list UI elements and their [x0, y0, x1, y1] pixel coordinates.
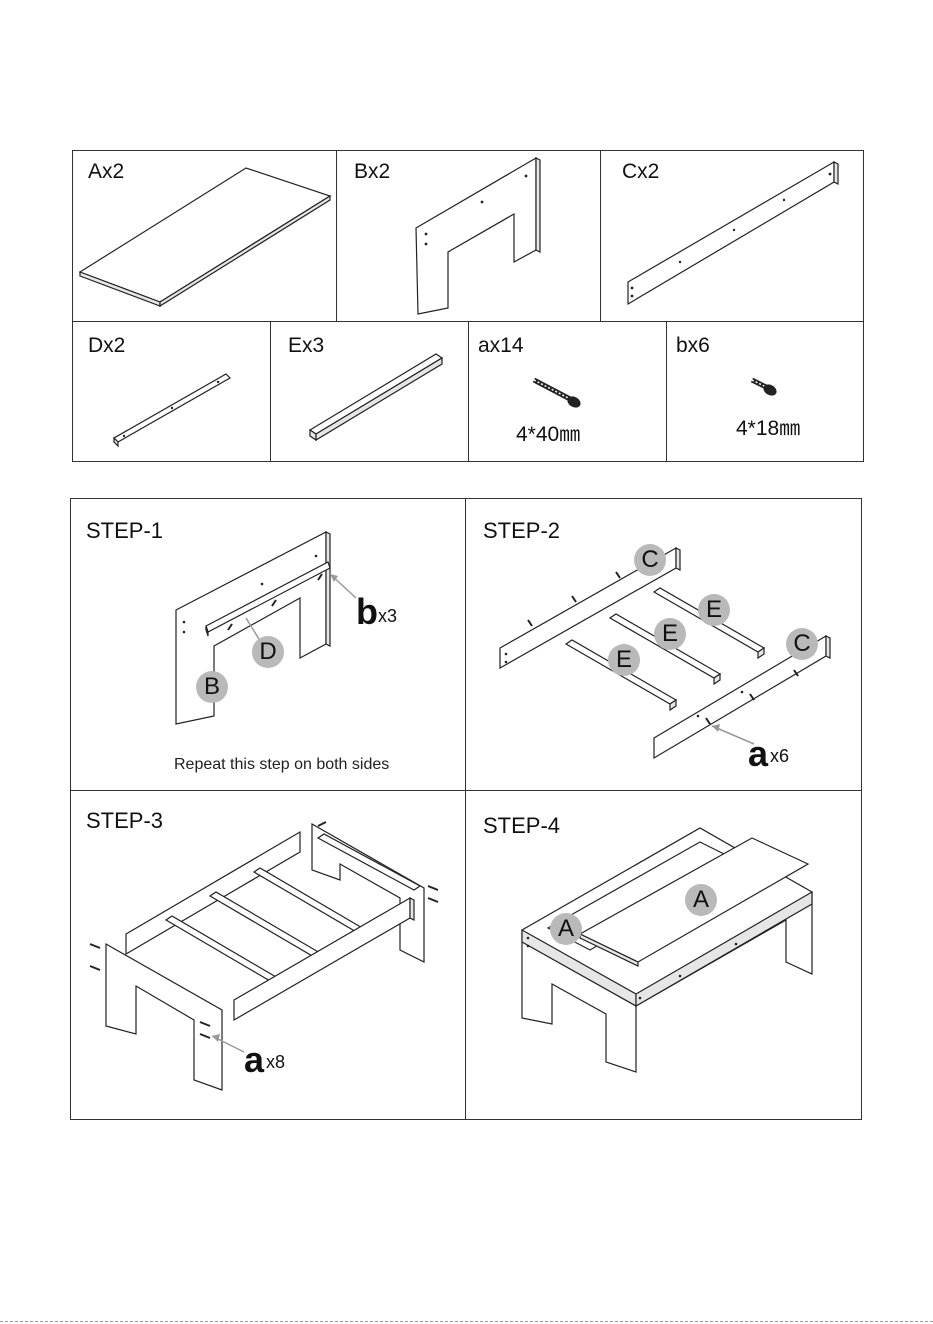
step-4-callout-a-left: A: [550, 913, 582, 945]
step-4-callout-a-center: A: [685, 884, 717, 916]
page-bottom-rule: [0, 1321, 933, 1322]
